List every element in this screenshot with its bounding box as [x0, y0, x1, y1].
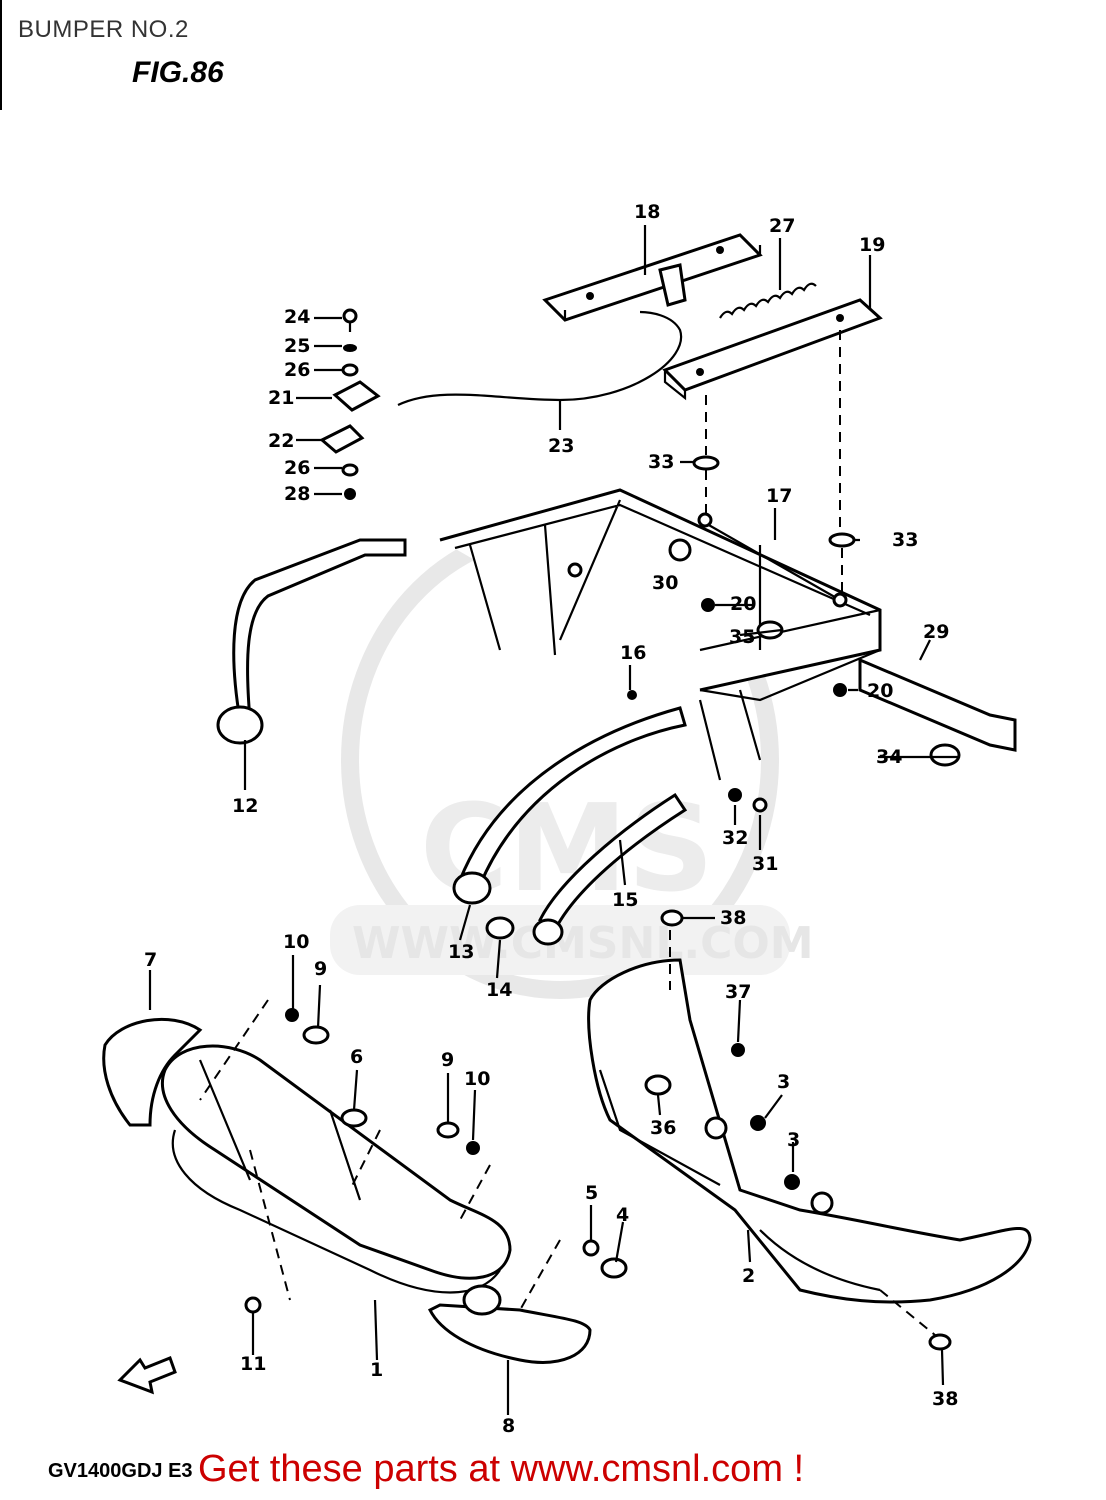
label-26: 26 [284, 359, 310, 381]
label-34: 34 [876, 746, 902, 768]
label-27: 27 [769, 215, 795, 237]
label-5: 5 [585, 1182, 598, 1204]
assembly-guide-lines-top [705, 330, 843, 595]
label-28: 28 [284, 483, 310, 505]
part-36-grommet [644, 1074, 672, 1096]
figure-number: FIG.86 [132, 56, 224, 89]
label-13: 13 [448, 941, 474, 963]
label-8: 8 [502, 1415, 515, 1437]
part-10-nut [285, 1008, 299, 1022]
part-20-nut-b [833, 683, 847, 697]
part-37-nut [731, 1043, 745, 1057]
label-31: 31 [752, 853, 778, 875]
part-18-bracket [542, 233, 763, 322]
promo-link[interactable]: Get these parts at www.cmsnl.com ! [198, 1448, 805, 1490]
label-35: 35 [729, 626, 755, 648]
page-title: BUMPER NO.2 [18, 16, 189, 43]
part-14-cap [485, 916, 515, 940]
assembly-guide-lines-bottom [199, 930, 936, 1336]
label-19: 19 [859, 234, 885, 256]
label-29: 29 [923, 621, 949, 643]
watermark-url: WWW.CMSNL.COM [352, 918, 814, 969]
forward-arrow-icon [117, 1356, 177, 1395]
label-4: 4 [616, 1204, 629, 1226]
label-17: 17 [766, 485, 792, 507]
label-9: 9 [314, 958, 327, 980]
label-9b: 9 [441, 1049, 454, 1071]
label-16: 16 [620, 642, 646, 664]
part-23-cable [397, 310, 683, 406]
part-12-end-cap [216, 705, 264, 745]
label-37: 37 [725, 981, 751, 1003]
part-17-carrier-frame [439, 488, 882, 781]
left-border [0, 0, 2, 110]
part-20-nut [701, 598, 715, 612]
part-4-bolt [600, 1257, 628, 1279]
part-3-nut [750, 1115, 766, 1131]
label-18: 18 [634, 201, 660, 223]
label-30: 30 [652, 572, 678, 594]
label-33: 33 [648, 451, 674, 473]
model-code: GV1400GDJ E3 [48, 1460, 193, 1482]
part-32-nut [728, 788, 742, 802]
part-19-bracket [662, 298, 883, 401]
part-38-bolt-b [928, 1333, 952, 1351]
label-36: 36 [650, 1117, 676, 1139]
label-20b: 20 [867, 680, 893, 702]
part-8-foot-plate [427, 1303, 592, 1364]
part-9-bolt-b [436, 1121, 460, 1139]
label-14: 14 [486, 979, 512, 1001]
label-10b: 10 [464, 1068, 490, 1090]
label-23: 23 [548, 435, 574, 457]
label-22: 22 [268, 430, 294, 452]
part-29-support-arm [858, 657, 1017, 752]
label-32: 32 [722, 827, 748, 849]
part-27-spring [719, 282, 817, 319]
label-7: 7 [144, 949, 157, 971]
part-6-bolt [340, 1108, 368, 1128]
label-38: 38 [720, 907, 746, 929]
label-15: 15 [612, 889, 638, 911]
label-38b: 38 [932, 1388, 958, 1410]
part-labels: 24 25 26 21 22 26 28 18 27 19 23 33 17 3… [144, 201, 958, 1437]
label-12: 12 [232, 795, 258, 817]
part-3-nut-b [784, 1174, 800, 1190]
part-9-bolt [302, 1025, 330, 1045]
label-10: 10 [283, 931, 309, 953]
label-2: 2 [742, 1265, 755, 1287]
label-11: 11 [240, 1353, 266, 1375]
part-31-bolt [752, 797, 768, 813]
part-5-washer [582, 1239, 600, 1257]
label-24: 24 [284, 306, 310, 328]
part-10-nut-b [466, 1141, 480, 1155]
part-33-washer [692, 455, 720, 471]
label-33b: 33 [892, 529, 918, 551]
part-34-mount [929, 743, 961, 767]
part-1-front-bumper [160, 1044, 512, 1294]
label-26b: 26 [284, 457, 310, 479]
label-21: 21 [268, 387, 294, 409]
label-20: 20 [730, 593, 756, 615]
label-1: 1 [370, 1359, 383, 1381]
label-25: 25 [284, 335, 310, 357]
part-11-bolt [244, 1296, 262, 1314]
part-33-washer-b [828, 532, 856, 548]
part-38-bolt [660, 909, 684, 927]
label-3b: 3 [787, 1129, 800, 1151]
part-16-bolt [627, 690, 637, 700]
part-30-grommet [668, 538, 692, 562]
part-7-guard-plate [102, 1017, 203, 1127]
small-hardware-stack [319, 308, 381, 500]
label-3: 3 [777, 1071, 790, 1093]
label-6: 6 [350, 1046, 363, 1068]
part-2-rear-bumper [587, 958, 1032, 1304]
